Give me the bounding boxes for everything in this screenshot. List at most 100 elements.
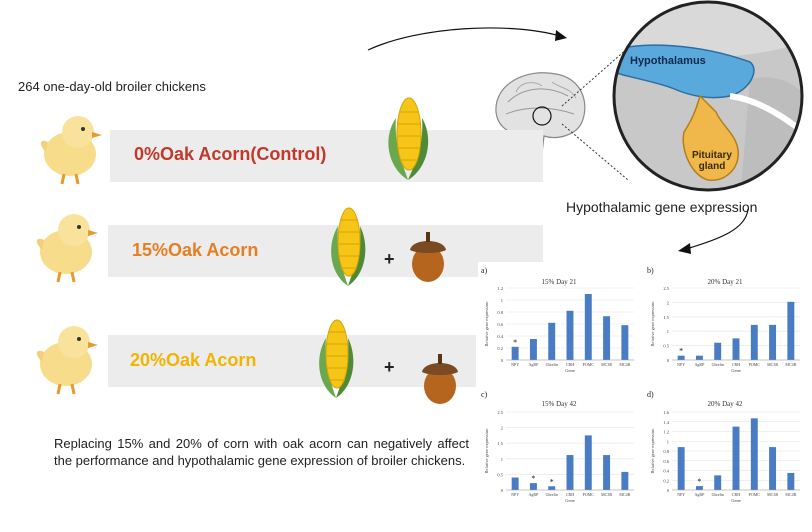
bar (566, 455, 574, 490)
bar (511, 477, 519, 490)
y-tick-label: 1.2 (497, 286, 503, 291)
bar (677, 355, 685, 360)
bar (769, 447, 777, 490)
x-tick-label: CRH (566, 362, 574, 367)
x-tick-label: NPY (511, 492, 519, 497)
bar (714, 342, 722, 360)
panel-letter: a) (481, 266, 488, 275)
significance-marker: * (531, 474, 535, 483)
y-tick-label: 2 (667, 300, 669, 305)
bar (603, 455, 611, 490)
y-tick-label: 0.5 (497, 472, 503, 477)
x-tick-label: AgRP (695, 492, 706, 497)
y-tick-label: 1.4 (663, 420, 669, 425)
bar (584, 435, 592, 490)
x-axis-label: Gene (565, 368, 575, 373)
y-tick-label: 0 (667, 488, 670, 493)
significance-marker: * (679, 347, 683, 356)
x-axis-label: Gene (565, 498, 575, 503)
bar (603, 316, 611, 360)
chart-title: 15% Day 42 (541, 400, 577, 408)
plus-sign: + (384, 249, 395, 269)
x-tick-label: MC3R (601, 362, 612, 367)
x-tick-label: NPY (677, 362, 685, 367)
corn-icon (319, 319, 354, 398)
y-axis-label: Relative gene expression (650, 428, 655, 474)
x-tick-label: Ghrelin (546, 362, 558, 367)
plus-sign: + (384, 357, 395, 377)
chart-title: 15% Day 21 (541, 278, 577, 286)
y-tick-label: 2 (501, 426, 503, 431)
panel-letter: c) (481, 390, 488, 399)
y-tick-label: 0.2 (497, 346, 503, 351)
bar (732, 426, 740, 490)
hypothalamus-label: Hypothalamus (630, 55, 706, 67)
bar (584, 294, 592, 360)
arrow-to-charts (678, 208, 749, 254)
bar (621, 325, 629, 360)
corn-icon (388, 97, 429, 180)
chart-title: 20% Day 21 (707, 278, 743, 286)
group-label-control: 0%Oak Acorn(Control) (134, 144, 327, 164)
acorn-icon (410, 232, 446, 282)
zoom-lines (561, 47, 629, 181)
x-tick-label: CRH (566, 492, 574, 497)
y-tick-label: 2.5 (497, 410, 503, 415)
x-tick-label: CRH (732, 362, 740, 367)
bar (714, 475, 722, 490)
bar (621, 471, 629, 490)
x-tick-label: MC4R (619, 492, 630, 497)
x-tick-label: CRH (732, 492, 740, 497)
corn-icon (331, 207, 366, 286)
y-tick-label: 1 (667, 329, 669, 334)
x-tick-label: AgRP (695, 362, 706, 367)
y-tick-label: 0 (667, 358, 670, 363)
x-tick-label: Ghrelin (712, 492, 724, 497)
bar (732, 338, 740, 360)
x-tick-label: MC3R (767, 362, 778, 367)
x-tick-label: Ghrelin (712, 362, 724, 367)
group-label-15: 15%Oak Acorn (132, 240, 259, 260)
x-tick-label: Ghrelin (546, 492, 558, 497)
x-tick-label: MC4R (785, 362, 796, 367)
y-tick-label: 0 (501, 358, 504, 363)
x-axis-label: Gene (731, 498, 741, 503)
brain-inset (612, 0, 804, 192)
panel-letter: d) (647, 390, 654, 399)
control-group-band (110, 130, 543, 182)
bar (677, 447, 685, 490)
x-tick-label: AgRP (529, 362, 540, 367)
x-tick-label: MC4R (619, 362, 630, 367)
group-label-20: 20%Oak Acorn (130, 350, 257, 370)
pituitary-label: Pituitary gland (691, 150, 732, 172)
chart-title: 20% Day 42 (707, 400, 743, 408)
bar (548, 486, 556, 490)
bar (787, 472, 795, 490)
y-tick-label: 1.2 (663, 430, 669, 435)
intro-text: 264 one-day-old broiler chickens (18, 79, 206, 94)
bar (695, 486, 703, 490)
bar (750, 418, 758, 490)
y-axis-label: Relative gene expression (650, 301, 655, 347)
chick-icon (36, 326, 98, 395)
bar (511, 346, 519, 360)
y-tick-label: 0.2 (663, 478, 669, 483)
x-tick-label: POMC (749, 362, 761, 367)
significance-marker: * (697, 477, 701, 486)
bar (529, 339, 537, 360)
x-tick-label: AgRP (529, 492, 540, 497)
x-tick-label: MC4R (785, 492, 796, 497)
y-tick-label: 0.6 (663, 459, 669, 464)
y-tick-label: 0.4 (663, 469, 669, 474)
significance-marker: * (550, 477, 554, 486)
y-tick-label: 0.8 (497, 310, 503, 315)
y-tick-label: 1 (501, 457, 503, 462)
y-tick-label: 1.5 (497, 441, 503, 446)
